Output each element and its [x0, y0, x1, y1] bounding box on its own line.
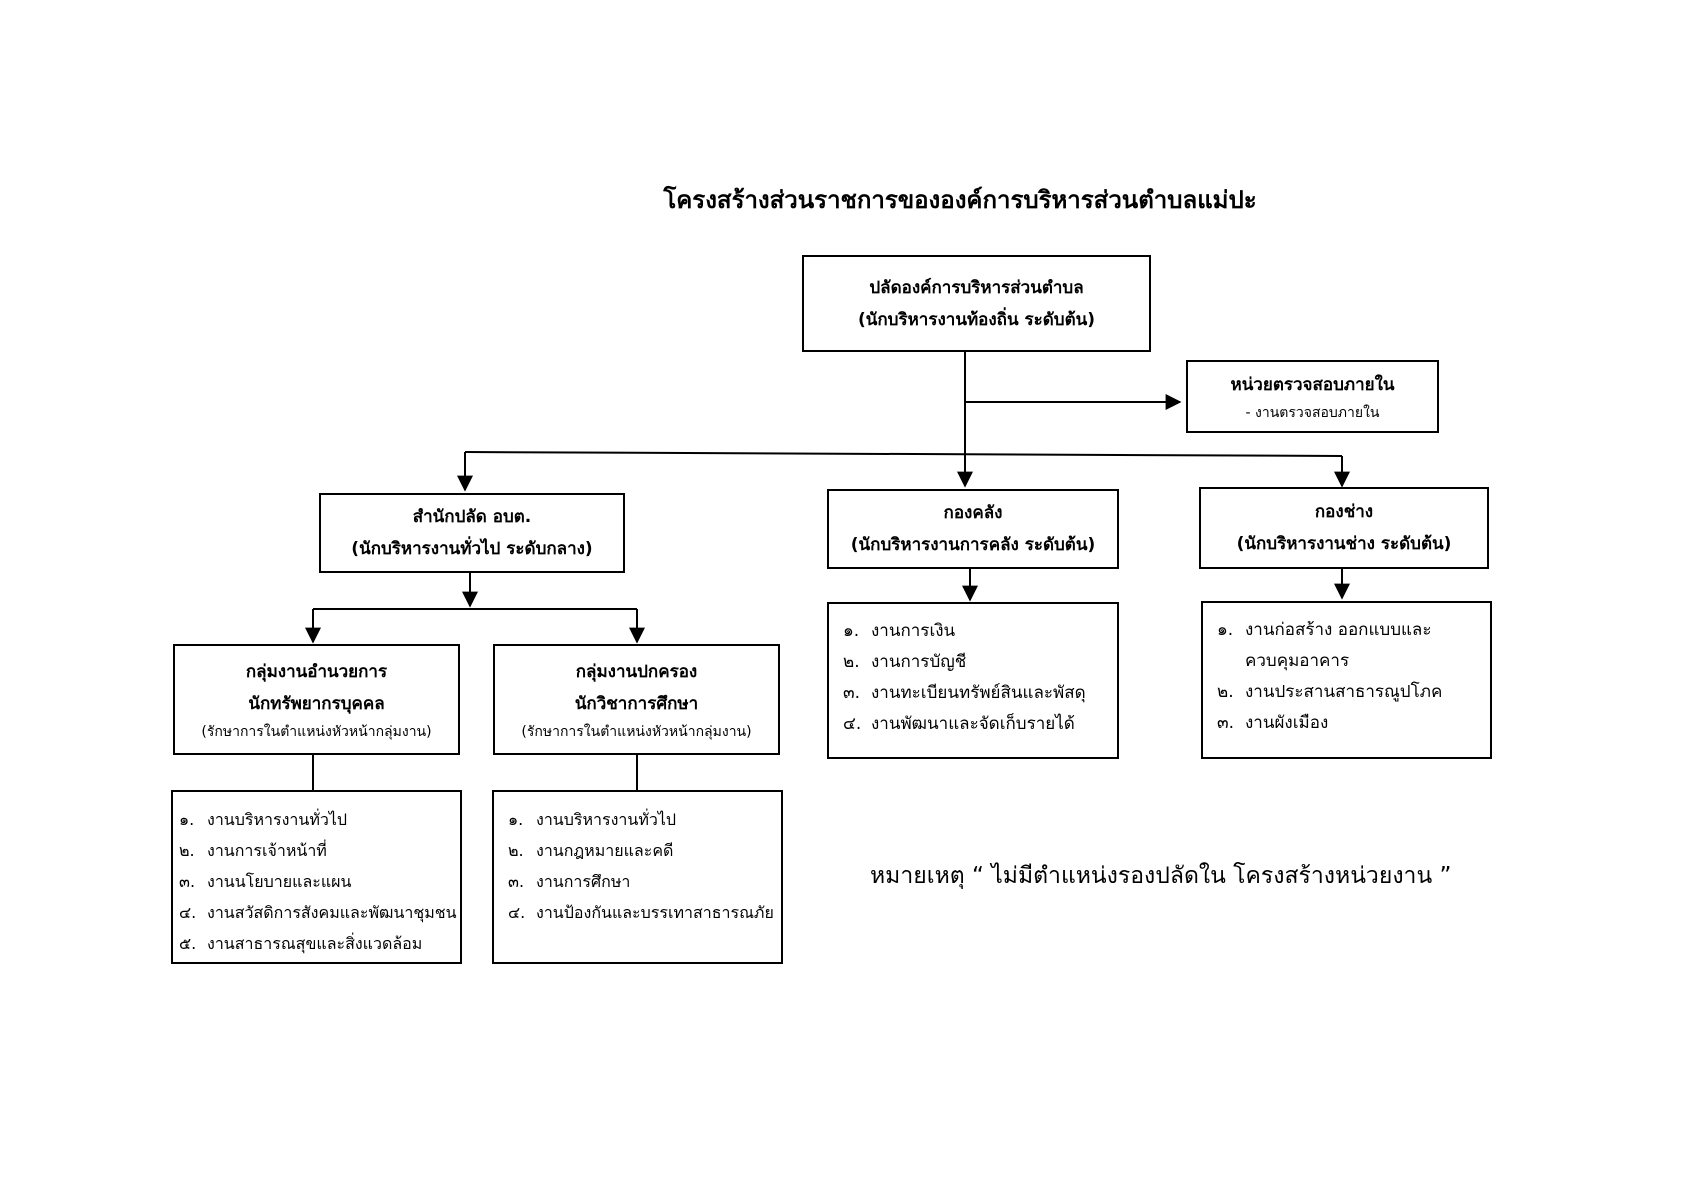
- office-title: สำนักปลัด อบต.: [412, 507, 532, 527]
- list-item: ๑.งานบริหารงานทั่วไป: [179, 810, 348, 829]
- list-item: ๓.งานการศึกษา: [508, 872, 631, 891]
- list-item: ๔.งานพัฒนาและจัดเก็บรายได้: [843, 714, 1075, 734]
- list-item: ๓.งานนโยบายและแผน: [179, 872, 352, 891]
- internal-audit-box: หน่วยตรวจสอบภายใน - งานตรวจสอบภายใน: [1186, 360, 1439, 433]
- list-item: ๓.งานผังเมือง: [1217, 713, 1329, 733]
- list-item: ๒.งานการบัญชี: [843, 652, 967, 672]
- list-item: ๕.งานสาธารณสุขและสิ่งแวดล้อม: [179, 934, 423, 953]
- gov-group-box: กลุ่มงานปกครอง นักวิชาการศึกษา (รักษาการ…: [493, 644, 780, 755]
- chief-subtitle: (นักบริหารงานท้องถิ่น ระดับต้น): [857, 309, 1096, 330]
- chief-administrator-box: ปลัดองค์การบริหารส่วนตำบล (นักบริหารงานท…: [802, 255, 1151, 352]
- hr-group-line2: นักทรัพยากรบุคคล: [248, 693, 385, 714]
- finance-box: กองคลัง (นักบริหารงานการคลัง ระดับต้น): [827, 489, 1119, 569]
- list-item: ๒.งานการเจ้าหน้าที่: [179, 841, 327, 860]
- audit-title: หน่วยตรวจสอบภายใน: [1230, 374, 1395, 395]
- list-item: ๑.งานก่อสร้าง ออกแบบและ: [1217, 620, 1432, 640]
- engineering-subtitle: (นักบริหารงานช่าง ระดับต้น): [1236, 534, 1452, 554]
- gov-task-list: ๑.งานบริหารงานทั่วไป ๒.งานกฎหมายและคดี ๓…: [492, 790, 783, 964]
- chart-title: โครงสร้างส่วนราชการขององค์การบริหารส่วนต…: [663, 186, 1257, 214]
- gov-group-note: (รักษาการในตำแหน่งหัวหน้ากลุ่มงาน): [521, 723, 752, 740]
- finance-task-list: ๑.งานการเงิน ๒.งานการบัญชี ๓.งานทะเบียนท…: [827, 602, 1119, 759]
- list-item: ๔.งานป้องกันและบรรเทาสาธารณภัย: [508, 903, 774, 922]
- list-item: ๔.งานสวัสดิการสังคมและพัฒนาชุมชน: [179, 903, 457, 922]
- hr-group-line1: กลุ่มงานอำนวยการ: [245, 661, 388, 682]
- hr-group-box: กลุ่มงานอำนวยการ นักทรัพยากรบุคคล (รักษา…: [173, 644, 460, 755]
- engineering-task-list: ๑.งานก่อสร้าง ออกแบบและ ควบคุมอาคาร ๒.งา…: [1201, 601, 1492, 759]
- gov-group-line2: นักวิชาการศึกษา: [574, 693, 699, 714]
- list-item: ๒.งานประสานสาธารณูปโภค: [1217, 682, 1443, 702]
- hr-group-note: (รักษาการในตำแหน่งหัวหน้ากลุ่มงาน): [201, 723, 432, 740]
- hr-task-list: ๑.งานบริหารงานทั่วไป ๒.งานการเจ้าหน้าที่…: [171, 790, 462, 964]
- engineering-box: กองช่าง (นักบริหารงานช่าง ระดับต้น): [1199, 487, 1489, 569]
- remark-note: หมายเหตุ “ ไม่มีตำแหน่งรองปลัดใน โครงสร้…: [870, 863, 1452, 889]
- office-box: สำนักปลัด อบต. (นักบริหารงานทั่วไป ระดับ…: [319, 493, 625, 573]
- office-subtitle: (นักบริหารงานทั่วไป ระดับกลาง): [351, 539, 593, 559]
- gov-group-line1: กลุ่มงานปกครอง: [575, 661, 698, 682]
- chief-title: ปลัดองค์การบริหารส่วนตำบล: [869, 277, 1084, 298]
- finance-subtitle: (นักบริหารงานการคลัง ระดับต้น): [850, 535, 1096, 555]
- list-item: ๑.งานบริหารงานทั่วไป: [508, 810, 677, 829]
- list-item: ๒.งานกฎหมายและคดี: [508, 841, 674, 860]
- list-item: ๓.งานทะเบียนทรัพย์สินและพัสดุ: [843, 683, 1086, 703]
- finance-title: กองคลัง: [943, 503, 1003, 523]
- audit-item: - งานตรวจสอบภายใน: [1245, 404, 1380, 421]
- engineering-title: กองช่าง: [1314, 502, 1374, 522]
- list-item: ๑.งานการเงิน: [843, 621, 956, 641]
- list-item: ควบคุมอาคาร: [1245, 651, 1350, 671]
- distribution-line: [464, 451, 1343, 457]
